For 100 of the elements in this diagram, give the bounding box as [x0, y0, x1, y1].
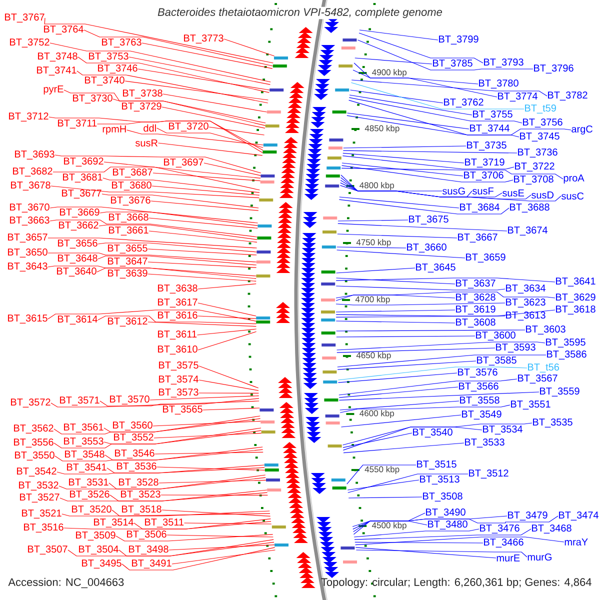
gene-label: BT_3629 [556, 294, 596, 302]
leader-line [342, 422, 532, 450]
leader-line [338, 220, 408, 222]
leader-line [342, 156, 514, 170]
leader-line [148, 218, 258, 228]
gene-label: BT_3643 [8, 262, 48, 272]
leader-line [134, 521, 272, 530]
gene-label: BT_3549 [462, 410, 502, 420]
leader-line [340, 180, 502, 198]
gene-label: BT_3595 [546, 338, 586, 348]
gene-label: BT_3744 [470, 124, 510, 134]
leader-line [52, 166, 260, 190]
leader-line [96, 268, 256, 279]
gene-label: susG [442, 187, 465, 195]
gene-label: BT_3681 [63, 174, 102, 182]
gene-label: BT_3476 [480, 524, 520, 534]
gene-label: BT_3616 [158, 312, 198, 320]
gene-label: BT_3693 [15, 150, 54, 160]
gene-label: BT_3655 [108, 244, 148, 254]
gene-label: susC [562, 192, 584, 200]
title: Bacteroides thetaiotaomicron VPI-5482, complete genome [156, 6, 444, 20]
gene-label: BT_3774 [498, 92, 538, 102]
gene-label: pyrE [44, 86, 64, 94]
gene-label: BT_3755 [473, 110, 512, 120]
gene-label: BT_3773 [184, 34, 224, 44]
gene-label: BT_3585 [477, 356, 516, 366]
leader-line [198, 380, 259, 391]
gene-label: BT_3532 [19, 482, 58, 490]
leader-line [341, 168, 564, 180]
leader-line [142, 42, 273, 69]
leader-line [355, 536, 564, 546]
leader-line [152, 420, 261, 426]
leader-line [148, 274, 256, 282]
gene-label: murE [496, 554, 520, 562]
leader-line [48, 310, 256, 322]
gene-label: BT_3748 [38, 52, 78, 62]
leader-line [54, 154, 262, 174]
gene-label: BT_3512 [469, 470, 508, 478]
gene-label: BT_3799 [439, 36, 478, 44]
gene-label: BT_3641 [556, 278, 596, 286]
leader-line [44, 18, 274, 64]
gene-label: BT_3518 [122, 506, 162, 514]
leader-line [56, 464, 265, 474]
leader-line [112, 510, 270, 516]
leader-line [48, 116, 264, 150]
leader-line [104, 418, 261, 432]
gene-label: BT_3533 [465, 438, 504, 448]
gene-label: BT_3746 [98, 64, 138, 74]
gene-label: BT_3507 [28, 546, 68, 554]
gene-label: BT_3541 [67, 464, 106, 472]
leader-line [102, 178, 260, 193]
gene-label: BT_3491 [132, 560, 172, 568]
gene-label: BT_3669 [60, 208, 100, 218]
gene-label: BT_3752 [10, 38, 50, 48]
gene-label: BT_3785 [433, 60, 472, 68]
gene-label: susE [502, 190, 524, 196]
gene-label: BT_3740 [85, 76, 124, 86]
leader-line [336, 342, 546, 350]
gene-label: BT_3697 [164, 158, 204, 168]
gene-label: BT_3546 [115, 450, 154, 458]
gene-label: BT_3562 [14, 424, 54, 434]
leader-line [342, 162, 464, 176]
leader-line [150, 200, 259, 211]
gene-label: BT_3508 [423, 492, 462, 502]
gene-label: BT_3571 [60, 396, 100, 406]
gene-label: BT_3574 [159, 376, 198, 384]
gene-label: BT_3528 [119, 478, 158, 488]
leader-line [208, 126, 265, 136]
leader-line [340, 185, 562, 202]
gene-label: BT_3756 [523, 118, 562, 128]
leader-line [98, 242, 257, 252]
gene-label: BT_3712 [9, 112, 48, 122]
gene-label: BT_3468 [532, 524, 572, 534]
gene-label: BT_3542 [17, 468, 56, 476]
scale-label: 4500 kbp [372, 522, 406, 530]
gene-label: BT_3614 [58, 316, 98, 324]
leader-line [352, 520, 428, 530]
leader-line [342, 165, 514, 182]
leader-line [100, 212, 258, 226]
leader-line [168, 544, 275, 550]
leader-line [338, 378, 518, 396]
gene-label: BT_3570 [110, 396, 150, 404]
leader-line [348, 97, 522, 124]
leader-line [359, 30, 438, 40]
gene-label: BT_3738 [123, 90, 162, 98]
leader-line [340, 404, 510, 413]
gene-label: BT_3600 [476, 332, 516, 340]
scale-label: 4850 kbp [364, 125, 400, 133]
leader-line [336, 268, 416, 274]
gene-label: BT_3540 [413, 428, 452, 438]
leader-line [224, 38, 275, 56]
leader-line [148, 230, 258, 242]
gene-label: BT_3706 [464, 172, 504, 180]
gene-label: BT_3479 [508, 512, 548, 520]
leader-line [98, 256, 257, 266]
gene-label: BT_3720 [169, 122, 208, 132]
gene-label: BT_3495 [82, 560, 122, 568]
leader-line [354, 58, 432, 64]
gene-label: BT_3640 [57, 268, 96, 276]
leader-line [352, 512, 426, 527]
